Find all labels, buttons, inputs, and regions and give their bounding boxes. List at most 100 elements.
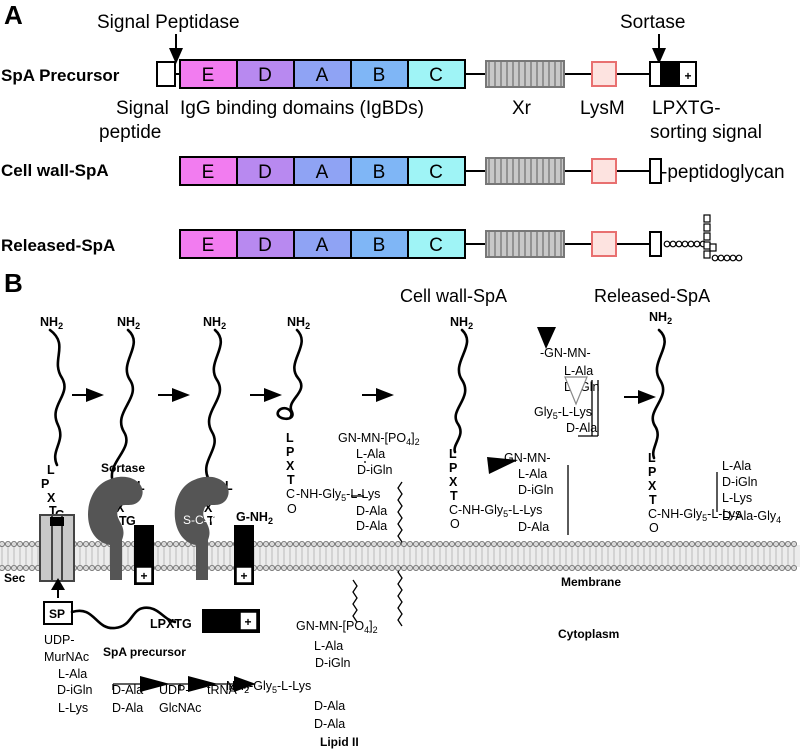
label-lysm: LysM xyxy=(580,98,625,119)
svg-text:D-iGln: D-iGln xyxy=(518,483,553,497)
svg-text:L-Ala: L-Ala xyxy=(314,639,343,653)
lipid-head xyxy=(268,541,275,548)
svg-text:D-Ala: D-Ala xyxy=(356,504,387,518)
lipid-head xyxy=(761,565,768,572)
lipid-head xyxy=(725,541,732,548)
lipid-head xyxy=(95,565,102,572)
lipid-head xyxy=(683,541,690,548)
lipid-head xyxy=(779,541,786,548)
lipid-head xyxy=(172,565,179,572)
lipid-head xyxy=(214,565,221,572)
lipid-head xyxy=(785,565,792,572)
lipid-head xyxy=(316,541,323,548)
lipid-head xyxy=(551,541,558,548)
svg-text:T: T xyxy=(119,514,127,528)
svg-text:O: O xyxy=(287,502,297,516)
lipid-head xyxy=(280,565,287,572)
lipid-head xyxy=(484,541,491,548)
lipid-head xyxy=(214,541,221,548)
lipid-head xyxy=(442,541,449,548)
svg-text:L: L xyxy=(225,479,233,493)
svg-text:D-Ala: D-Ala xyxy=(112,701,143,715)
lipid-head xyxy=(274,541,281,548)
lipid-head xyxy=(460,565,467,572)
lipid-head xyxy=(274,565,281,572)
lipid-head xyxy=(478,541,485,548)
glycan-bead xyxy=(735,254,743,262)
lipid-head xyxy=(545,541,552,548)
glycan-bead xyxy=(687,240,695,248)
domain-b-label: B xyxy=(373,65,386,86)
lipid-head xyxy=(605,541,612,548)
lipid-head xyxy=(629,541,636,548)
lipid-head xyxy=(521,541,528,548)
lipid-head xyxy=(695,565,702,572)
released-construct: E D A B C xyxy=(179,229,662,259)
svg-text:X: X xyxy=(449,475,458,489)
svg-text:UDP-: UDP- xyxy=(159,683,190,697)
lipid-head xyxy=(743,565,750,572)
lpxtg-letters: L P X T G P L X T G P L X T L P X T C O … xyxy=(41,431,659,535)
signal-peptide-box xyxy=(156,61,176,87)
precursor-chain xyxy=(70,606,177,630)
lipid-head xyxy=(0,565,5,571)
glycan-bead xyxy=(711,254,719,262)
lipid-head xyxy=(641,541,648,548)
lipid-head xyxy=(466,565,473,572)
cytoplasm-label: Cytoplasm xyxy=(558,627,619,641)
lipid-head xyxy=(767,565,774,572)
svg-text:D-iGln: D-iGln xyxy=(57,683,92,697)
svg-text:C: C xyxy=(648,507,657,521)
lipid-head xyxy=(731,565,738,572)
glycan-bead xyxy=(663,240,671,248)
cw-domain-c-label: C xyxy=(429,162,443,183)
glycan-square xyxy=(703,250,711,259)
lipid-head xyxy=(539,565,546,572)
lipid-head xyxy=(89,541,96,548)
glycan-square xyxy=(703,223,711,232)
rel-domain-a-label: A xyxy=(316,235,329,256)
glycan-bead xyxy=(681,240,689,248)
lipid-head xyxy=(418,565,425,572)
process-arrows xyxy=(72,388,656,404)
svg-text:D-Ala: D-Ala xyxy=(314,699,345,713)
mem-plus-1: + xyxy=(140,569,147,583)
label-igbd: IgG binding domains (IgBDs) xyxy=(180,98,424,119)
lipid-head xyxy=(545,565,552,572)
thioester-label: S-C=O xyxy=(183,513,220,527)
svg-text:T: T xyxy=(49,504,57,518)
svg-text:D-iGln: D-iGln xyxy=(315,656,350,670)
svg-text:D-Ala: D-Ala xyxy=(314,717,345,731)
domain-c-label: C xyxy=(429,65,443,86)
label-lpxtg: LPXTG- xyxy=(652,98,721,119)
lipid-head xyxy=(539,541,546,548)
lipid-head xyxy=(731,541,738,548)
svg-text:Gly5-L-Lys: Gly5-L-Lys xyxy=(534,405,592,421)
sp-label: SP xyxy=(49,607,65,621)
process-arrow xyxy=(624,390,656,404)
sortase-enzyme-2 xyxy=(174,476,229,580)
lipid-head xyxy=(10,565,17,572)
lipid-head xyxy=(635,565,642,572)
process-arrow xyxy=(158,388,190,402)
lipid-head xyxy=(773,565,780,572)
lipid-head xyxy=(484,565,491,572)
svg-text:P: P xyxy=(648,465,656,479)
svg-text:X: X xyxy=(204,501,213,515)
lipid-head xyxy=(22,565,29,572)
lipid-head xyxy=(490,565,497,572)
glycan-bead xyxy=(669,240,677,248)
lipid-head xyxy=(28,565,35,572)
lipid-head xyxy=(310,541,317,548)
sorting-signal-membrane-1: + xyxy=(134,525,154,585)
lipid-head xyxy=(358,565,365,572)
cw-domain-d-label: D xyxy=(258,162,272,183)
lipid-head xyxy=(617,565,624,572)
lipid-head xyxy=(563,565,570,572)
svg-text:L: L xyxy=(47,463,55,477)
lipid-head xyxy=(412,565,419,572)
glycan-square xyxy=(703,214,711,223)
glycan-square xyxy=(703,232,711,241)
svg-text:O: O xyxy=(649,521,659,535)
